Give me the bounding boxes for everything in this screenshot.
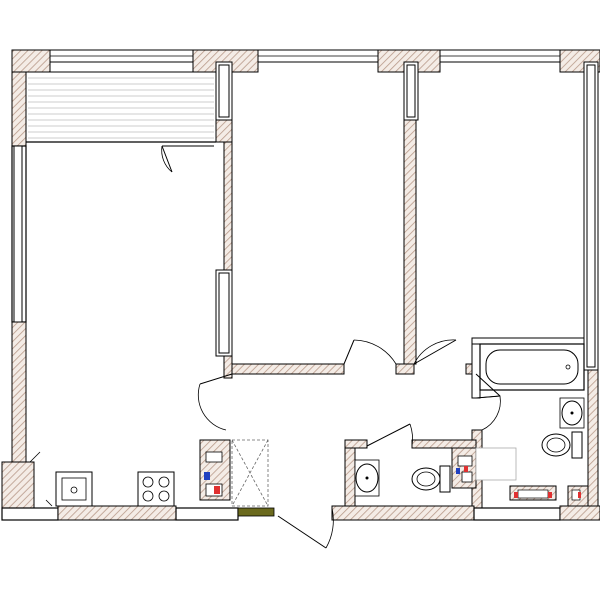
middle-bedroom-bottom-wall: [231, 363, 415, 375]
bedroom-right-door-swing: [475, 373, 501, 397]
kitchen-corner-marks: [29, 451, 53, 507]
partition-left: [215, 61, 233, 379]
entrance-door: [277, 507, 334, 549]
bottom-wall: [1, 505, 600, 521]
bathroom-toilet: [541, 431, 583, 459]
hallway-door: [197, 373, 233, 431]
wardrobe: [199, 439, 269, 507]
wc-toilet: [411, 465, 451, 493]
wc-door: [366, 423, 413, 447]
partition-middle: [403, 61, 419, 365]
bathroom-washbasin: [559, 397, 585, 429]
right-wall: [583, 61, 599, 511]
middle-bedroom-door: [343, 339, 397, 365]
bathroom-door: [475, 395, 501, 431]
wc-walls: [344, 439, 477, 511]
loggia: [25, 71, 217, 143]
bathroom-utility: [509, 485, 589, 507]
kitchen-sink: [55, 471, 93, 507]
window-top-1: [49, 49, 194, 63]
window-top-2: [257, 49, 379, 63]
loggia-door: [161, 145, 214, 173]
window-top-3: [439, 49, 561, 63]
laundry-area: [475, 447, 517, 481]
wc-washbasin: [354, 459, 380, 497]
top-wall: [11, 49, 600, 73]
right-bedroom-door: [413, 339, 457, 365]
cooktop: [137, 471, 175, 507]
bathtub: [479, 343, 585, 391]
